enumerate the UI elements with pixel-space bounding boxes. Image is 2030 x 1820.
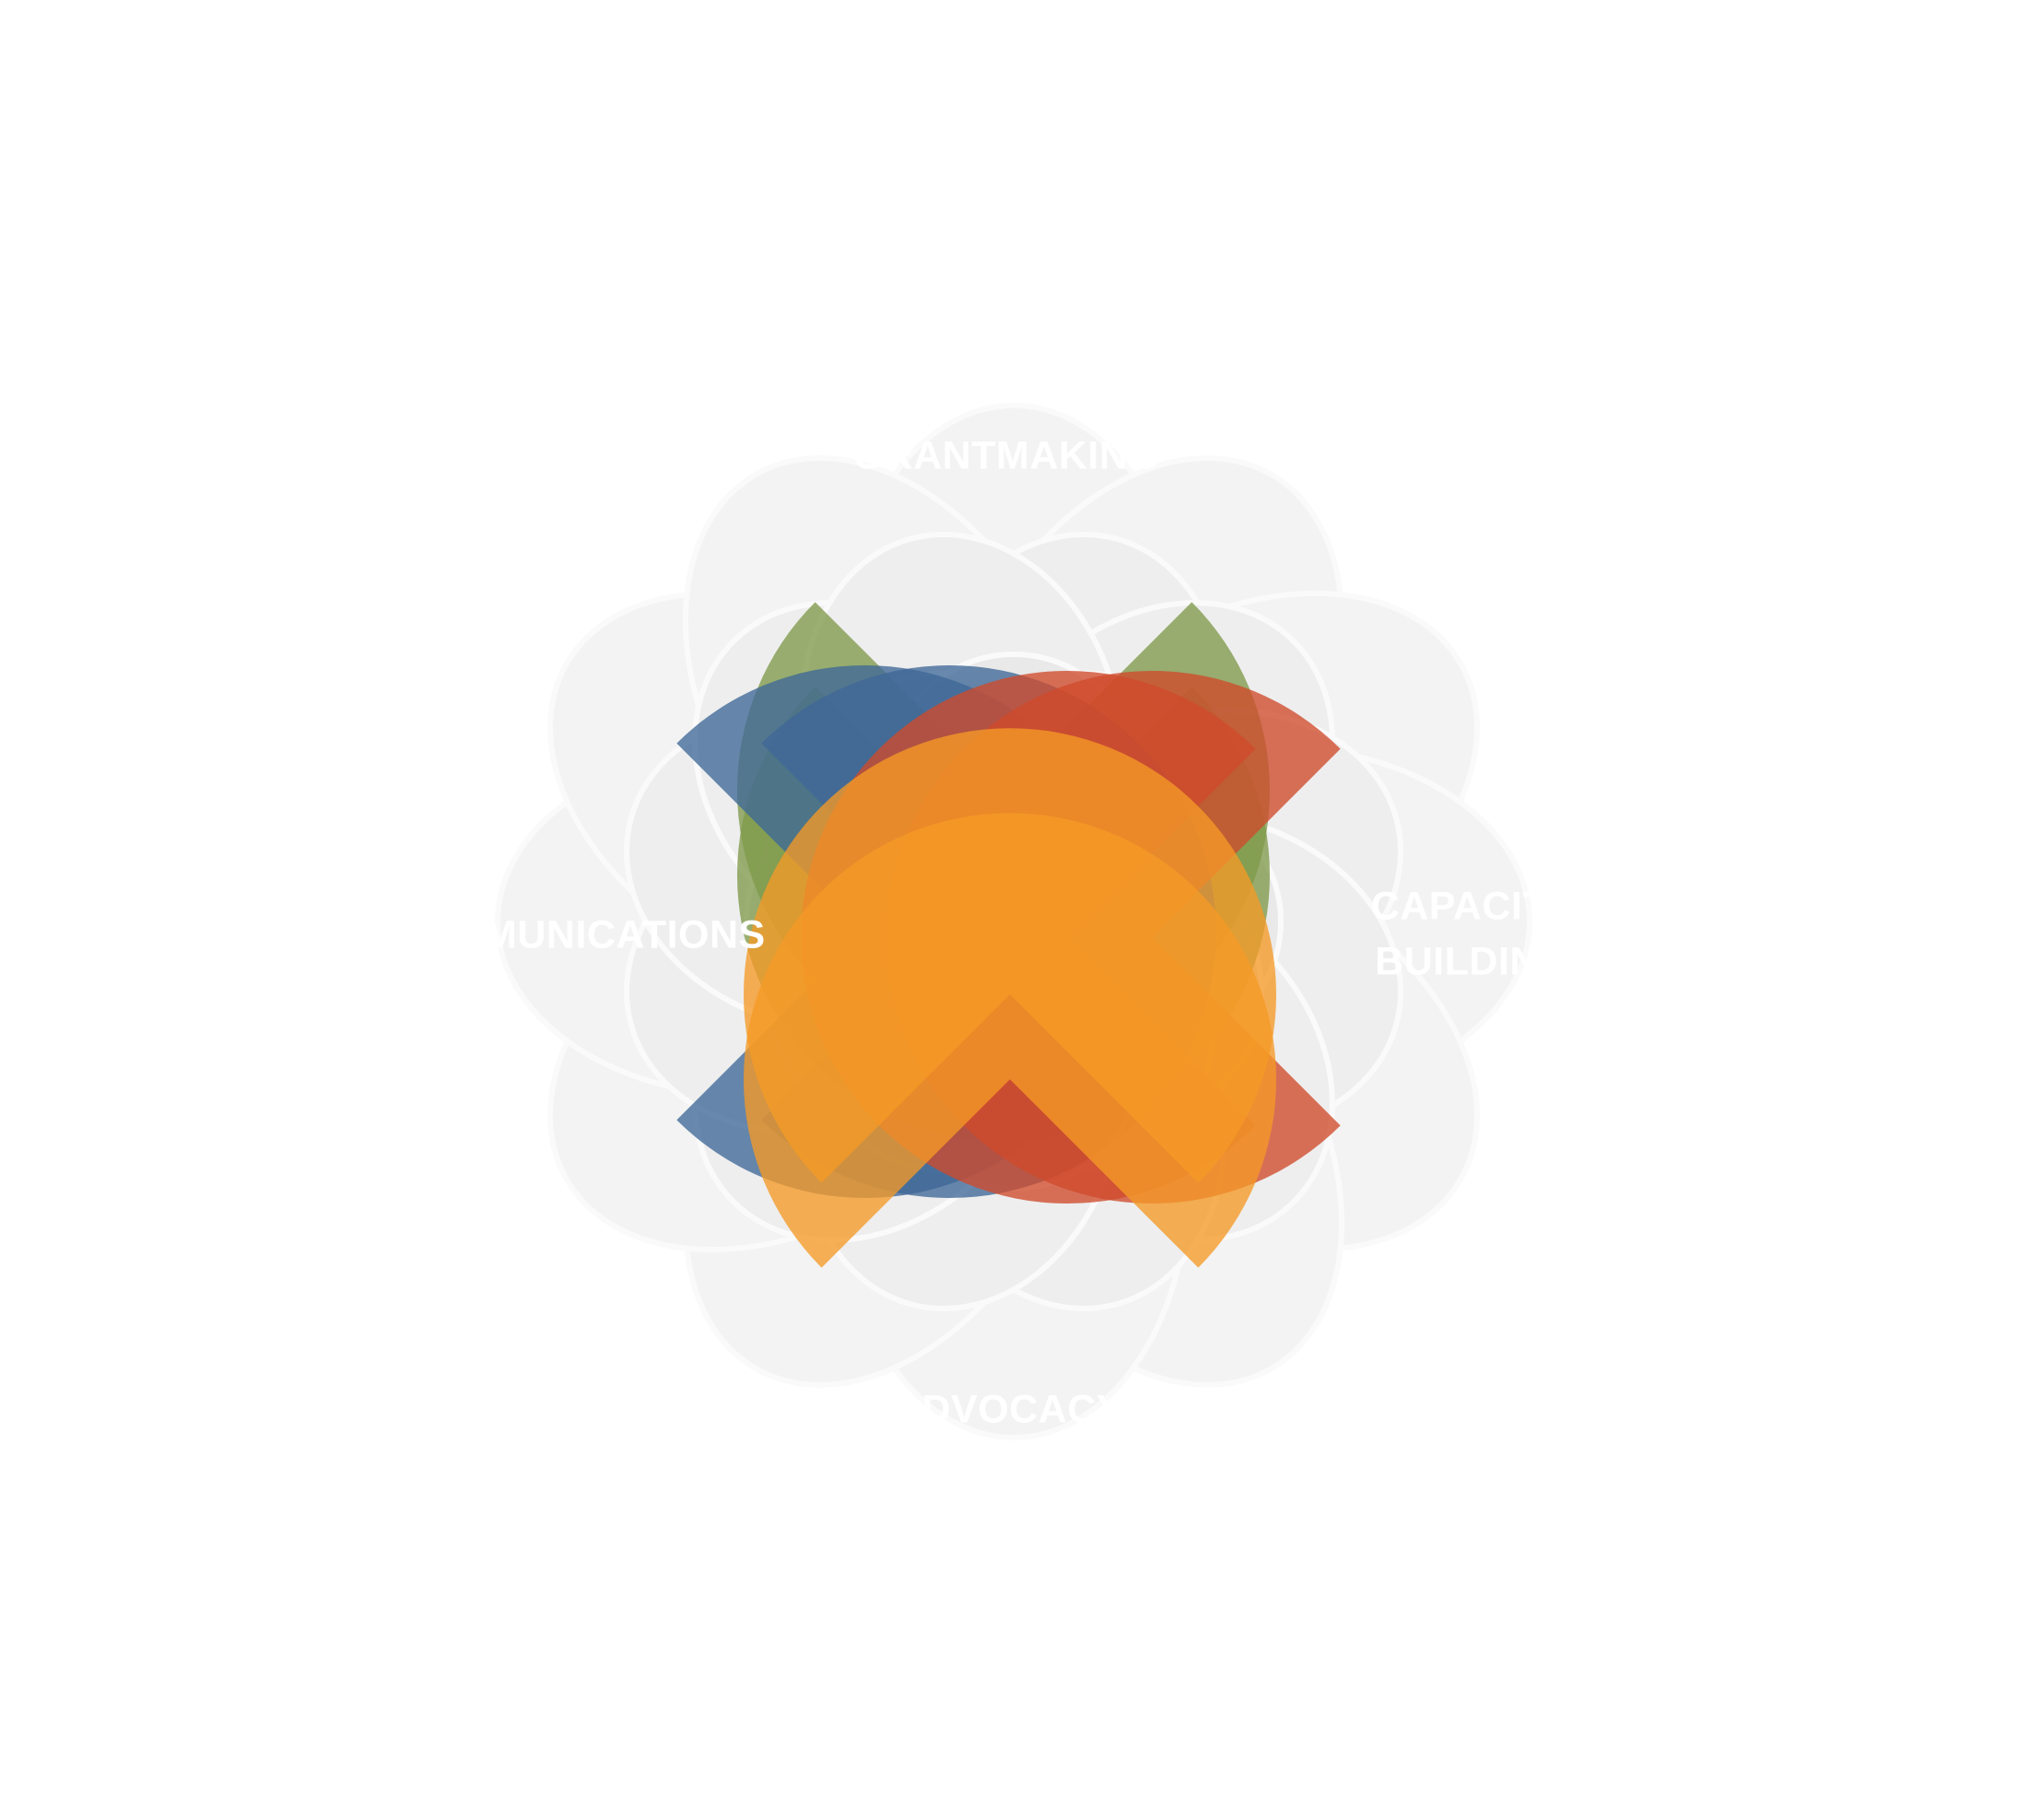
label-building: BUILDING: [1375, 939, 1570, 983]
label-capacity: CAPACITY: [1371, 884, 1575, 928]
petal-advocacy: [744, 728, 1276, 1268]
label-communications: COMMUNICATIONS: [390, 912, 766, 957]
label-grantmaking: GRANTMAKING: [853, 433, 1160, 477]
teardrop-shape: [744, 728, 1276, 1183]
label-advocacy: ADVOCACY: [893, 1387, 1123, 1431]
